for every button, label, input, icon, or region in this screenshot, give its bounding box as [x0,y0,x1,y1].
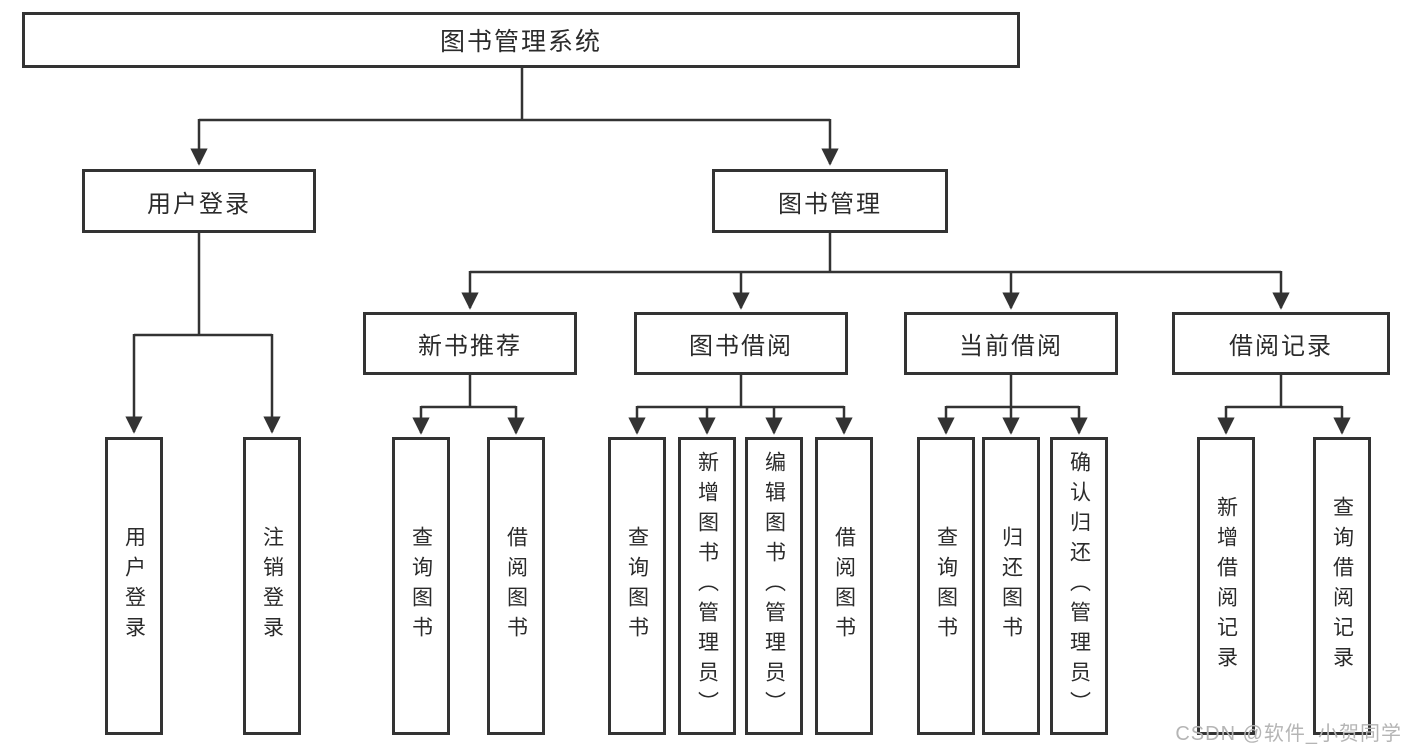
leaf-query-books-recommend: 查询图书 [392,437,450,735]
node-book-borrow: 图书借阅 [634,312,848,375]
leaf-borrow-books-recommend: 借阅图书 [487,437,545,735]
node-library-system: 图书管理系统 [22,12,1020,68]
leaf-query-books-current: 查询图书 [917,437,975,735]
leaf-return-books: 归还图书 [982,437,1040,735]
leaf-confirm-return-admin: 确认归还（管理员） [1050,437,1108,735]
leaf-add-borrow-record: 新增借阅记录 [1197,437,1255,735]
node-current-borrow: 当前借阅 [904,312,1118,375]
csdn-watermark: CSDN @软件_小贺同学 [1175,723,1402,745]
leaf-label: 新增图书（管理员） [695,451,719,721]
leaf-label: 编辑图书（管理员） [762,451,786,721]
leaf-edit-books-admin: 编辑图书（管理员） [745,437,803,735]
leaf-label: 注销登录 [260,526,284,646]
leaf-query-borrow-record: 查询借阅记录 [1313,437,1371,735]
leaf-label: 借阅图书 [832,526,856,646]
connector-current-borrow [946,375,1079,409]
leaf-label: 查询图书 [625,526,649,646]
leaf-user-login: 用户登录 [105,437,163,735]
connector-borrow-records [1226,375,1342,409]
leaf-label: 用户登录 [122,526,146,646]
leaf-borrow-books-borrow: 借阅图书 [815,437,873,735]
node-user-login: 用户登录 [82,169,316,233]
leaf-label: 新增借阅记录 [1214,496,1238,676]
leaf-label: 查询借阅记录 [1330,496,1354,676]
connector-book-borrow [637,375,844,409]
leaf-label: 查询图书 [934,526,958,646]
leaf-label: 借阅图书 [504,526,528,646]
leaf-label: 确认归还（管理员） [1067,451,1091,721]
connector-root [199,68,830,122]
node-new-book-recommend: 新书推荐 [363,312,577,375]
connector-book-management [470,233,1281,274]
leaf-add-books-admin: 新增图书（管理员） [678,437,736,735]
node-borrow-records: 借阅记录 [1172,312,1390,375]
leaf-label: 查询图书 [409,526,433,646]
connector-new-book-recommend [421,375,516,409]
leaf-label: 归还图书 [999,526,1023,646]
connector-user-login [134,233,272,337]
leaf-query-books-borrow: 查询图书 [608,437,666,735]
node-book-management: 图书管理 [712,169,948,233]
leaf-logout-login: 注销登录 [243,437,301,735]
